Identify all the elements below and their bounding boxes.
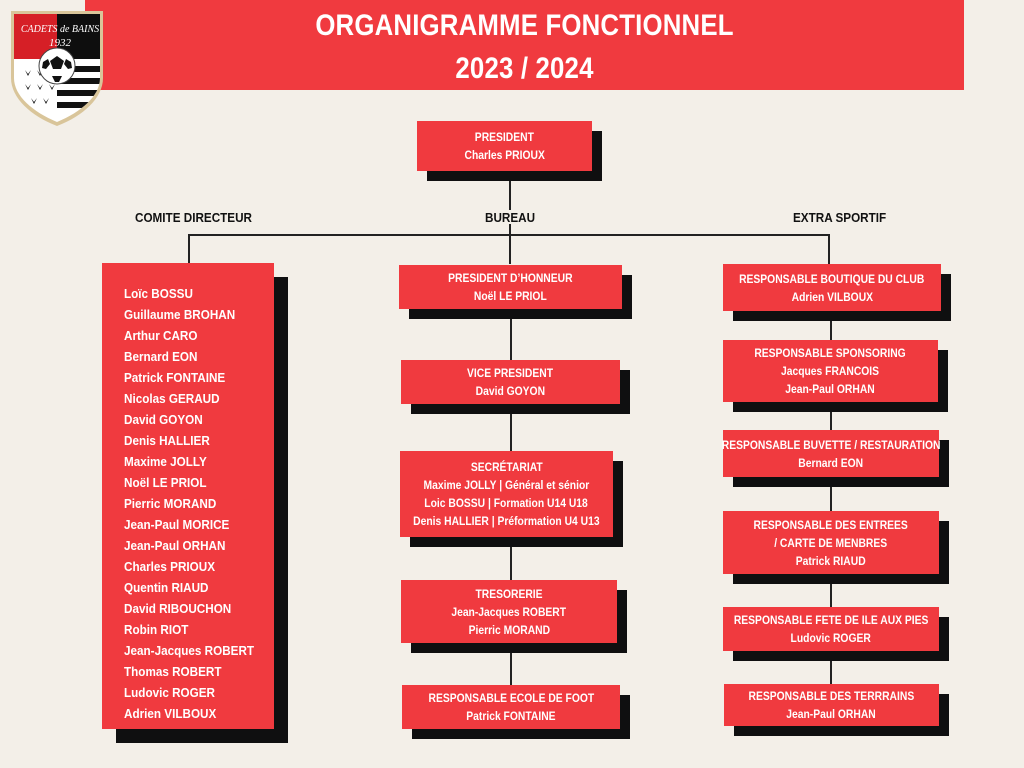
bureau-line: David GOYON <box>475 384 546 398</box>
extra-line: Jacques FRANCOIS <box>781 364 880 378</box>
extra-line: Patrick RIAUD <box>796 553 866 568</box>
bureau-title: TRESORERIE <box>475 586 543 601</box>
section-label-left: COMITE DIRECTEUR <box>135 210 252 225</box>
club-name: CADETS de BAINS <box>20 24 100 35</box>
president-connector <box>509 175 511 210</box>
bureau-connector-1 <box>510 309 512 360</box>
extra-line: Jean-Paul ORHAN <box>785 382 876 396</box>
extra-connector-1 <box>830 311 832 340</box>
extra-title: RESPONSABLE DES ENTREES <box>753 517 909 532</box>
extra-connector-4 <box>830 574 832 607</box>
bureau-line: Patrick FONTAINE <box>466 709 556 723</box>
list-item: Ludovic ROGER <box>124 685 216 700</box>
header-banner: ORGANIGRAMME FONCTIONNEL 2023 / 2024 <box>85 0 964 90</box>
list-item: Loïc BOSSU <box>124 286 193 301</box>
extra-line: Ludovic ROGER <box>790 631 872 645</box>
list-item: Robin RIOT <box>124 622 189 637</box>
main-horizontal-connector <box>188 234 829 236</box>
extra-line: Bernard EON <box>798 455 864 470</box>
extra-title: RESPONSABLE BUVETTE / RESTAURATION <box>721 437 941 452</box>
extra-box-terrains: RESPONSABLE DES TERRRAINS Jean-Paul ORHA… <box>724 684 939 726</box>
bureau-title: SECRÉTARIAT <box>470 460 543 474</box>
bureau-connector-2 <box>510 404 512 451</box>
extra-line: Adrien VILBOUX <box>791 289 873 304</box>
extra-connector-5 <box>830 651 832 684</box>
extra-box-boutique: RESPONSABLE BOUTIQUE DU CLUB Adrien VILB… <box>723 264 941 311</box>
list-item: Thomas ROBERT <box>124 664 222 679</box>
bureau-box-president-honneur: PRESIDENT D’HONNEUR Noël LE PRIOL <box>399 265 622 309</box>
club-year: 1932 <box>49 37 71 49</box>
list-item: Guillaume BROHAN <box>124 307 236 322</box>
list-item: Maxime JOLLY <box>124 454 207 469</box>
extra-connector-3 <box>830 477 832 511</box>
extra-line: / CARTE DE MENBRES <box>774 535 888 550</box>
list-item: Jean-Jacques ROBERT <box>124 643 255 658</box>
season-label: 2023 / 2024 <box>455 52 594 85</box>
bureau-title: VICE PRESIDENT <box>467 366 554 380</box>
bureau-line: Denis HALLIER | Préformation U4 U13 <box>413 514 600 528</box>
list-item: Noël LE PRIOL <box>124 475 207 490</box>
page-title: ORGANIGRAMME FONCTIONNEL <box>315 9 734 42</box>
president-title: PRESIDENT <box>474 130 535 144</box>
bureau-connector-3 <box>510 537 512 580</box>
extra-box-fete: RESPONSABLE FETE DE ILE AUX PIES Ludovic… <box>723 607 939 651</box>
bureau-line: Noël LE PRIOL <box>474 289 547 303</box>
list-item: Nicolas GERAUD <box>124 391 220 406</box>
club-crest-icon-svg <box>11 11 103 126</box>
section-label-right: EXTRA SPORTIF <box>793 210 887 225</box>
extra-box-sponsoring: RESPONSABLE SPONSORING Jacques FRANCOIS … <box>723 340 938 402</box>
club-crest-icon: CADETS de BAINS 1932 <box>8 8 106 128</box>
extra-title: RESPONSABLE DES TERRRAINS <box>748 689 915 703</box>
list-item: Quentin RIAUD <box>124 580 209 595</box>
section-label-center: BUREAU <box>485 210 536 225</box>
list-item: Adrien VILBOUX <box>124 706 217 721</box>
list-item: Patrick FONTAINE <box>124 370 226 385</box>
list-item: Bernard EON <box>124 349 198 364</box>
list-item: Denis HALLIER <box>124 433 210 448</box>
extra-title: RESPONSABLE BOUTIQUE DU CLUB <box>739 271 925 286</box>
bureau-connector-top <box>509 224 511 264</box>
bureau-box-secretariat: SECRÉTARIAT Maxime JOLLY | Général et sé… <box>400 451 613 537</box>
list-item: Charles PRIOUX <box>124 559 216 574</box>
extra-box-buvette: RESPONSABLE BUVETTE / RESTAURATION Berna… <box>721 430 941 477</box>
bureau-box-ecole-foot: RESPONSABLE ECOLE DE FOOT Patrick FONTAI… <box>402 685 620 729</box>
extra-line: Jean-Paul ORHAN <box>786 707 877 721</box>
bureau-box-tresorerie: TRESORERIE Jean-Jacques ROBERT Pierric M… <box>401 580 617 643</box>
list-item: Jean-Paul MORICE <box>124 517 230 532</box>
list-item: Arthur CARO <box>124 328 198 343</box>
bureau-title: PRESIDENT D’HONNEUR <box>448 271 573 285</box>
comite-directeur-box: Loïc BOSSU Guillaume BROHAN Arthur CARO … <box>102 263 274 729</box>
list-item: David RIBOUCHON <box>124 601 232 616</box>
bureau-line: Jean-Jacques ROBERT <box>451 604 567 619</box>
bureau-line: Loic BOSSU | Formation U14 U18 <box>424 496 589 510</box>
bureau-box-vice-president: VICE PRESIDENT David GOYON <box>401 360 620 404</box>
right-connector <box>828 234 830 264</box>
list-item: Jean-Paul ORHAN <box>124 538 226 553</box>
bureau-title: RESPONSABLE ECOLE DE FOOT <box>428 691 594 705</box>
list-item: Pierric MORAND <box>124 496 217 511</box>
bureau-line: Pierric MORAND <box>468 622 550 637</box>
bureau-connector-4 <box>510 643 512 685</box>
president-name: Charles PRIOUX <box>464 148 545 162</box>
president-box: PRESIDENT Charles PRIOUX <box>417 121 592 171</box>
extra-title: RESPONSABLE FETE DE ILE AUX PIES <box>733 613 929 627</box>
list-item: David GOYON <box>124 412 203 427</box>
extra-title: RESPONSABLE SPONSORING <box>754 346 907 360</box>
left-connector <box>188 234 190 263</box>
extra-connector-2 <box>830 402 832 430</box>
bureau-line: Maxime JOLLY | Général et sénior <box>423 478 590 492</box>
extra-box-entrees: RESPONSABLE DES ENTREES / CARTE DE MENBR… <box>723 511 939 574</box>
